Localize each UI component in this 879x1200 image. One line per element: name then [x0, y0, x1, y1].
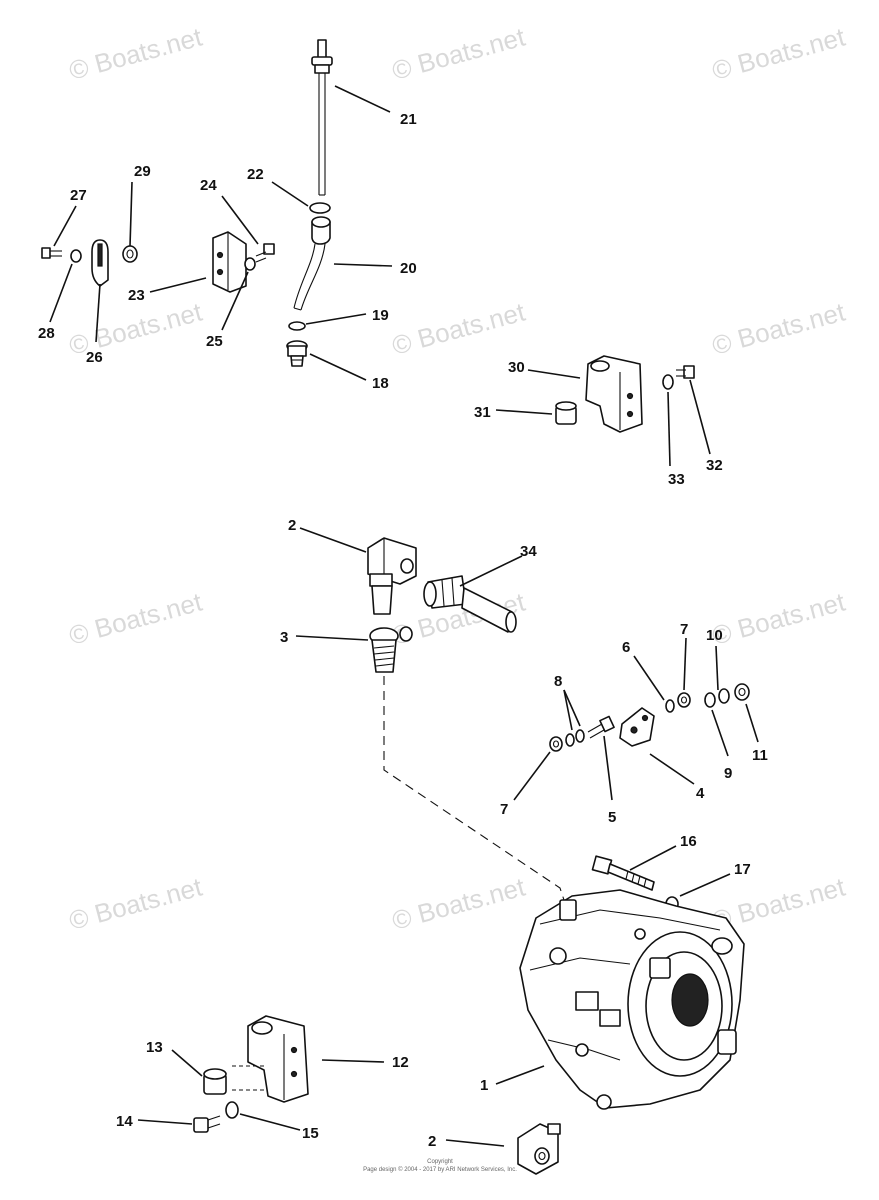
callout-22: 22	[247, 166, 264, 183]
part-28-washer	[70, 249, 82, 263]
callout-16: 16	[680, 833, 697, 850]
watermark: © Boats.net	[389, 296, 529, 360]
part-3-adapter	[369, 626, 413, 673]
watermark: © Boats.net	[66, 586, 206, 650]
part-9-washer	[704, 692, 716, 708]
part-18-fitting	[286, 340, 308, 367]
callout-11: 11	[752, 747, 768, 764]
callout-25: 25	[206, 333, 223, 350]
callout-8: 8	[554, 673, 562, 690]
footer-page-design: Page design © 2004 - 2017 by ARI Network…	[363, 1166, 517, 1173]
part-13-cap	[203, 1068, 227, 1095]
callout-34: 34	[520, 543, 537, 560]
part-22-o-ring	[309, 202, 331, 214]
part-14-screw	[193, 1115, 221, 1133]
callout-28: 28	[38, 325, 55, 342]
part-34-hose-fitting	[423, 575, 517, 633]
part-12-bracket	[230, 1015, 309, 1103]
part-24-screw	[255, 243, 275, 263]
callout-12: 12	[392, 1054, 409, 1071]
callout-4: 4	[696, 785, 705, 802]
part-23-bracket	[212, 231, 247, 293]
callout-5: 5	[608, 809, 616, 826]
callout-32: 32	[706, 457, 723, 474]
callout-18: 18	[372, 375, 389, 392]
part-11-nut	[734, 683, 750, 701]
part-1-transmission	[519, 889, 745, 1110]
callout-labels: 21 22 20 19 18 24 23 25 27 28 29 26 30 3…	[38, 111, 768, 1150]
callout-3: 3	[280, 629, 288, 646]
part-33-washer	[662, 374, 674, 390]
callout-30: 30	[508, 359, 525, 376]
part-32-screw	[676, 365, 695, 379]
watermark: © Boats.net	[709, 296, 849, 360]
part-25-washer	[244, 257, 256, 271]
part-15-washer	[225, 1101, 239, 1119]
callout-7-lower: 7	[500, 801, 508, 818]
callout-13: 13	[146, 1039, 163, 1056]
part-4-shift-lever	[619, 707, 655, 747]
part-29-nut	[122, 245, 138, 263]
part-10-washer	[718, 688, 730, 704]
part-8-washer	[575, 729, 585, 743]
callout-29: 29	[134, 163, 151, 180]
callout-6: 6	[622, 639, 630, 656]
part-6-washer	[665, 699, 675, 713]
part-7-nut-upper	[677, 692, 691, 708]
part-31-cap	[555, 401, 577, 425]
callout-26: 26	[86, 349, 103, 366]
callout-2-upper: 2	[288, 517, 296, 534]
callout-27: 27	[70, 187, 87, 204]
watermark: © Boats.net	[66, 871, 206, 935]
assembly-dashed-line	[383, 676, 567, 907]
callout-14: 14	[116, 1113, 133, 1130]
callout-21: 21	[400, 111, 417, 128]
callout-1: 1	[480, 1077, 488, 1094]
callout-31: 31	[474, 404, 491, 421]
callout-23: 23	[128, 287, 145, 304]
callout-20: 20	[400, 260, 417, 277]
part-26-clip	[91, 239, 109, 287]
part-2-elbow-fitting-lower	[517, 1123, 561, 1175]
watermark-layer: © Boats.net © Boats.net © Boats.net © Bo…	[66, 21, 849, 935]
part-7-nut-lower	[549, 736, 563, 752]
part-30-bracket	[585, 355, 643, 433]
part-19-o-ring	[288, 321, 306, 331]
watermark: © Boats.net	[709, 21, 849, 85]
leader-lines	[49, 85, 759, 1147]
callout-10: 10	[706, 627, 723, 644]
callout-19: 19	[372, 307, 389, 324]
part-5-bolt	[587, 715, 615, 739]
watermark: © Boats.net	[389, 871, 529, 935]
callout-2-lower: 2	[428, 1133, 436, 1150]
footer-copyright: Copyright	[427, 1159, 453, 1165]
callout-24: 24	[200, 177, 217, 194]
part-27-screw	[41, 247, 62, 259]
callout-17: 17	[734, 861, 751, 878]
callout-9: 9	[724, 765, 732, 782]
callout-33: 33	[668, 471, 685, 488]
callout-7-upper: 7	[680, 621, 688, 638]
part-2-elbow-fitting	[367, 537, 417, 615]
watermark: © Boats.net	[66, 21, 206, 85]
part-8-washer	[565, 733, 575, 747]
part-16-bolt	[591, 855, 655, 891]
callout-15: 15	[302, 1125, 319, 1142]
part-20-dipstick-tube	[293, 216, 331, 311]
watermark: © Boats.net	[709, 586, 849, 650]
watermark: © Boats.net	[389, 21, 529, 85]
part-21-dipstick	[311, 39, 333, 196]
